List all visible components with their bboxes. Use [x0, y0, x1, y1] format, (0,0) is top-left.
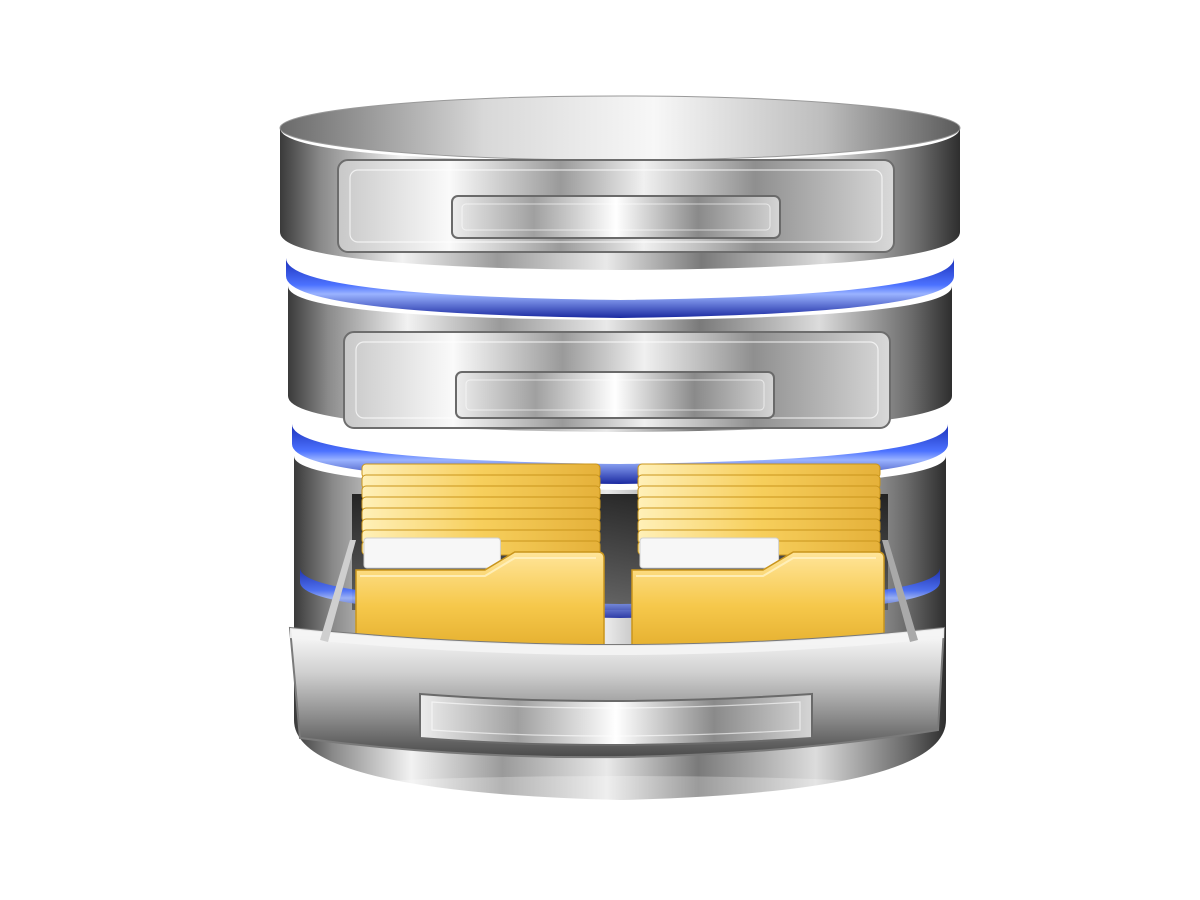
folder	[631, 537, 885, 661]
base-highlight	[310, 776, 930, 804]
middle-disk	[288, 286, 952, 432]
folder-group-left	[355, 463, 605, 661]
blue-light-band	[286, 258, 954, 318]
folder-group-right	[631, 463, 885, 661]
folder	[355, 537, 605, 661]
top-disk	[279, 95, 961, 270]
pulled-out-drawer	[288, 540, 946, 759]
